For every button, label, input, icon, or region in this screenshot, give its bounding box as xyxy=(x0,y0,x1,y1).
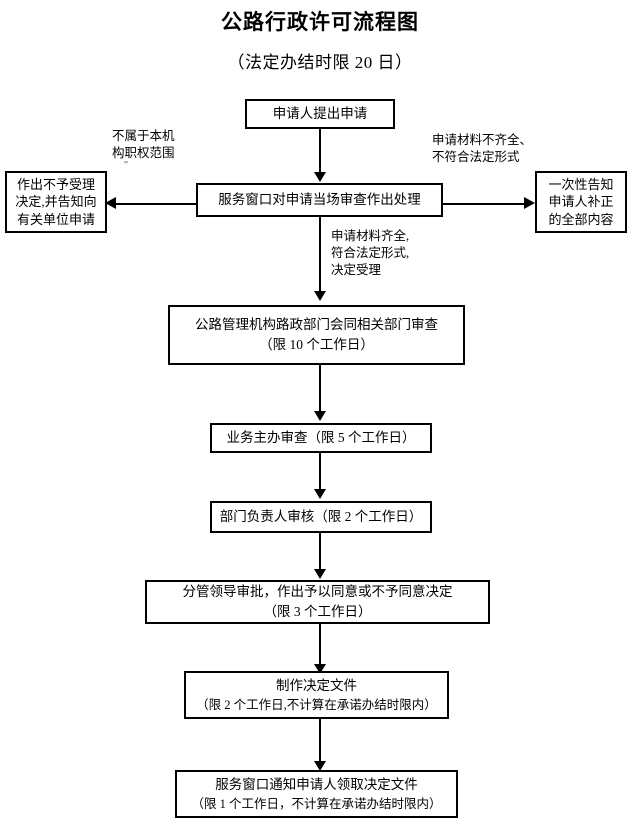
node-line: 有关单位申请 xyxy=(16,211,95,227)
arrowhead-n5-n6 xyxy=(314,411,326,421)
node-department-head-verification[interactable]: 部门负责人审核（限 2 个工作日） xyxy=(210,501,432,533)
node-reject-acceptance-decision[interactable]: 作出不予受理 决定,并告知向 有关单位申请 xyxy=(5,171,107,233)
node-line: 服务窗口通知申请人领取决定文件 xyxy=(215,777,418,793)
connector-n7-n8 xyxy=(319,533,321,571)
connector-n5-n6 xyxy=(319,365,321,413)
connector-n8-n9 xyxy=(319,624,321,666)
node-line: 服务窗口对申请当场审查作出处理 xyxy=(218,192,421,208)
node-produce-decision-document[interactable]: 制作决定文件 （限 2 个工作日,不计算在承诺办结时限内） xyxy=(184,671,449,719)
node-line: （限 1 个工作日，不计算在承诺办结时限内） xyxy=(191,796,442,811)
node-line: 一次性告知 xyxy=(548,176,614,192)
arrowhead-n9-n10 xyxy=(314,761,326,771)
node-line: 的全部内容 xyxy=(548,211,614,227)
arrowhead-n1-n2 xyxy=(314,172,326,182)
node-business-officer-review[interactable]: 业务主办审查（限 5 个工作日） xyxy=(210,423,432,453)
node-one-time-notice-correction[interactable]: 一次性告知 申请人补正 的全部内容 xyxy=(535,171,627,233)
node-line: 业务主办审查（限 5 个工作日） xyxy=(226,430,416,446)
node-line: 制作决定文件 xyxy=(276,678,357,694)
arrowhead-n8-n9 xyxy=(314,664,326,674)
label-materials-complete: 申请材料齐全, 符合法定形式, 决定受理 xyxy=(331,228,409,279)
label-out-of-jurisdiction: 不属于本机 构职权范围 xyxy=(112,128,175,162)
connector-n9-n10 xyxy=(319,719,321,763)
node-line: （限 10 个工作日） xyxy=(259,337,374,352)
label-line: 申请材料齐全, xyxy=(331,229,410,243)
label-line: 决定受理 xyxy=(331,262,382,277)
node-line: 部门负责人审核（限 2 个工作日） xyxy=(219,509,423,525)
node-line: 分管领导审批，作出予以同意或不予同意决定 xyxy=(182,584,453,600)
node-line: （限 2 个工作日,不计算在承诺办结时限内） xyxy=(196,697,437,712)
node-deputy-leader-approval[interactable]: 分管领导审批，作出予以同意或不予同意决定 （限 3 个工作日） xyxy=(145,580,490,624)
node-service-window-review[interactable]: 服务窗口对申请当场审查作出处理 xyxy=(196,183,443,217)
page-subtitle: （法定办结时限 20 日） xyxy=(227,53,413,72)
arrowhead-n2-n4 xyxy=(524,197,535,209)
connector-n2-n5 xyxy=(319,217,321,293)
label-line: 构职权范围 xyxy=(112,145,175,160)
node-highway-authority-joint-review[interactable]: 公路管理机构路政部门会同相关部门审查 （限 10 个工作日） xyxy=(168,305,465,365)
label-line: 申请材料不齐全、 xyxy=(432,133,533,147)
arrowhead-n6-n7 xyxy=(314,489,326,499)
label-line: 符合法定形式, xyxy=(331,245,410,260)
node-line: 公路管理机构路政部门会同相关部门审查 xyxy=(195,317,438,333)
node-notify-applicant-collect-document[interactable]: 服务窗口通知申请人领取决定文件 （限 1 个工作日，不计算在承诺办结时限内） xyxy=(175,770,458,818)
arrowhead-n2-n3 xyxy=(105,197,116,209)
node-line: 决定,并告知向 xyxy=(15,194,97,210)
label-incomplete-materials: 申请材料不齐全、 不符合法定形式 xyxy=(432,132,532,166)
connector-n2-n4 xyxy=(443,203,524,205)
arrowhead-n7-n8 xyxy=(314,569,326,579)
label-line: 不符合法定形式 xyxy=(432,149,520,164)
node-line: 申请人提出申请 xyxy=(272,106,368,122)
arrowhead-n2-n5 xyxy=(314,291,326,301)
connector-n1-n2 xyxy=(319,129,321,174)
connector-n6-n7 xyxy=(319,453,321,491)
ink-artifact: '' xyxy=(124,159,128,171)
label-line: 不属于本机 xyxy=(112,129,175,143)
node-line: （限 3 个工作日） xyxy=(263,604,372,619)
node-line: 作出不予受理 xyxy=(16,176,95,192)
page-title: 公路行政许可流程图 xyxy=(221,10,419,34)
node-line: 申请人补正 xyxy=(548,194,614,210)
connector-n2-n3 xyxy=(116,203,196,205)
node-applicant-submits[interactable]: 申请人提出申请 xyxy=(245,99,395,129)
